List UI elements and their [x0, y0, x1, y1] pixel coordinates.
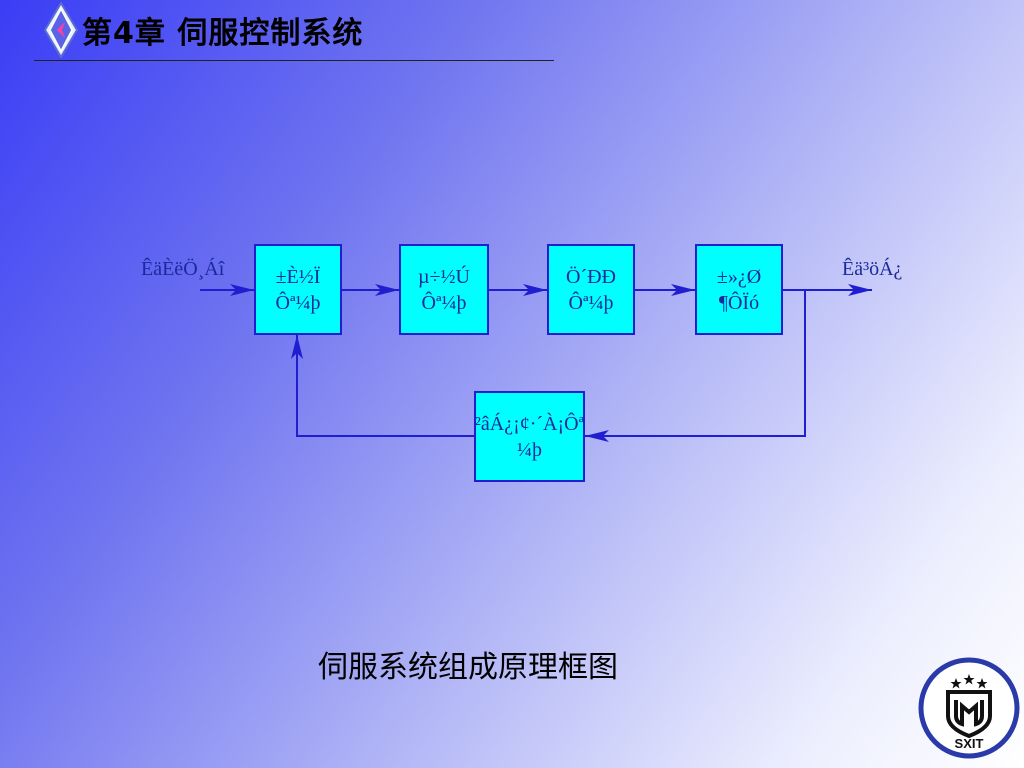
block-label-line2: ¶ÔÏó: [718, 291, 760, 314]
slide-title: 第4章 伺服控制系统: [82, 16, 364, 51]
logo-text: SXIT: [955, 736, 984, 751]
block-label-line2: Ôª¼þ: [421, 291, 467, 314]
arrowhead-input: [230, 284, 254, 296]
block-label-line2: Ôª¼þ: [568, 291, 614, 314]
feedback-line-right: [585, 290, 806, 437]
block-feedback-sensor: ²âÁ¿¡¢·´À¡Ôª ¼þ: [474, 391, 585, 482]
feedback-line-left: [296, 335, 474, 437]
diagram-caption: 伺服系统组成原理框图: [318, 650, 618, 685]
arrowheads: [230, 284, 872, 442]
block-actuator: Ö´ÐÐ Ôª¼þ: [547, 244, 635, 335]
block-label-line1: µ÷½Ú: [418, 265, 470, 288]
block-label-line1: Ö´ÐÐ: [566, 265, 616, 288]
block-label-line2: ¼þ: [517, 438, 542, 461]
block-label-line1: ±È½Ï: [275, 265, 321, 288]
diamond-nav-icon[interactable]: [44, 2, 78, 58]
block-label-line1: ²âÁ¿¡¢·´À¡Ôª: [474, 412, 585, 435]
sxit-logo: SXIT: [918, 657, 1020, 759]
title-divider: [34, 60, 554, 61]
block-regulator: µ÷½Ú Ôª¼þ: [399, 244, 489, 335]
arrowhead-compare-regulate: [375, 284, 399, 296]
block-label-line1: ±»¿Ø: [716, 265, 762, 288]
block-comparator: ±È½Ï Ôª¼þ: [254, 244, 342, 335]
arrowhead-regulate-execute: [523, 284, 547, 296]
block-label-line2: Ôª¼þ: [275, 291, 321, 314]
output-label: Êä³öÁ¿: [842, 258, 903, 280]
arrowhead-execute-plant: [671, 284, 695, 296]
arrowhead-feedback-up: [291, 335, 303, 359]
arrowhead-output: [848, 284, 872, 296]
arrowhead-feedback-in: [585, 430, 609, 442]
block-plant: ±»¿Ø ¶ÔÏó: [695, 244, 783, 335]
input-label: ÊäÈëÖ¸Áî: [141, 258, 225, 280]
